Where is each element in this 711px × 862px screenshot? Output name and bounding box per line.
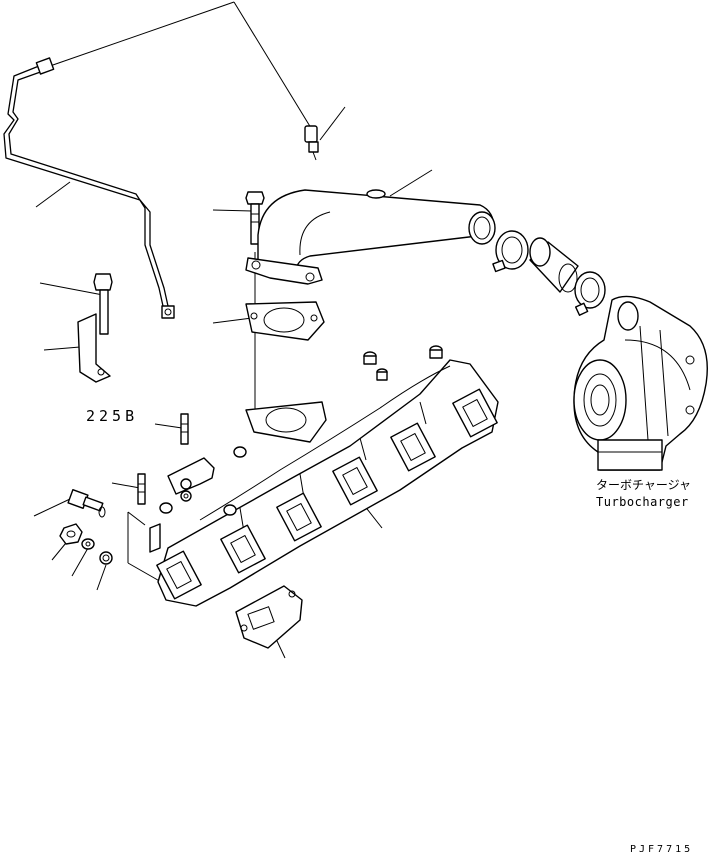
leader-lines	[33, 1, 433, 659]
tube-nut-top	[35, 57, 55, 75]
manifold-port-5	[390, 422, 436, 472]
manifold-port-3	[276, 492, 322, 542]
fitting	[67, 488, 106, 518]
washer-2	[99, 551, 113, 565]
oil-tube	[3, 57, 175, 319]
hose-clamp-right	[574, 271, 606, 316]
exhaust-manifold	[149, 345, 499, 607]
stud-225b	[180, 413, 189, 445]
gasket-middle	[245, 401, 327, 443]
bracket	[77, 273, 113, 383]
hose-clamp-left	[492, 230, 529, 273]
drawing-number: PJF7715	[630, 844, 693, 855]
gasket-lower	[235, 585, 303, 649]
manifold-port-1	[156, 550, 202, 600]
manifold-port-2	[220, 524, 266, 574]
tube-nut-bottom	[161, 305, 175, 319]
small-bracket	[167, 457, 215, 502]
stud-lower	[137, 473, 146, 505]
nut	[59, 523, 83, 545]
elbow-pipe	[245, 189, 496, 285]
turbocharger-label-jp: ターボチャージャ	[596, 478, 691, 492]
manifold-port-6	[452, 388, 498, 438]
sensor	[304, 125, 319, 161]
turbocharger-label-en: Turbocharger	[596, 495, 689, 509]
bolt-upper	[245, 191, 265, 245]
manifold-port-4	[332, 456, 378, 506]
washer-1	[81, 538, 95, 550]
gasket-upper	[245, 301, 325, 341]
hose	[529, 237, 579, 293]
stud-code-label: 225B	[86, 407, 138, 425]
turbocharger	[573, 295, 708, 471]
